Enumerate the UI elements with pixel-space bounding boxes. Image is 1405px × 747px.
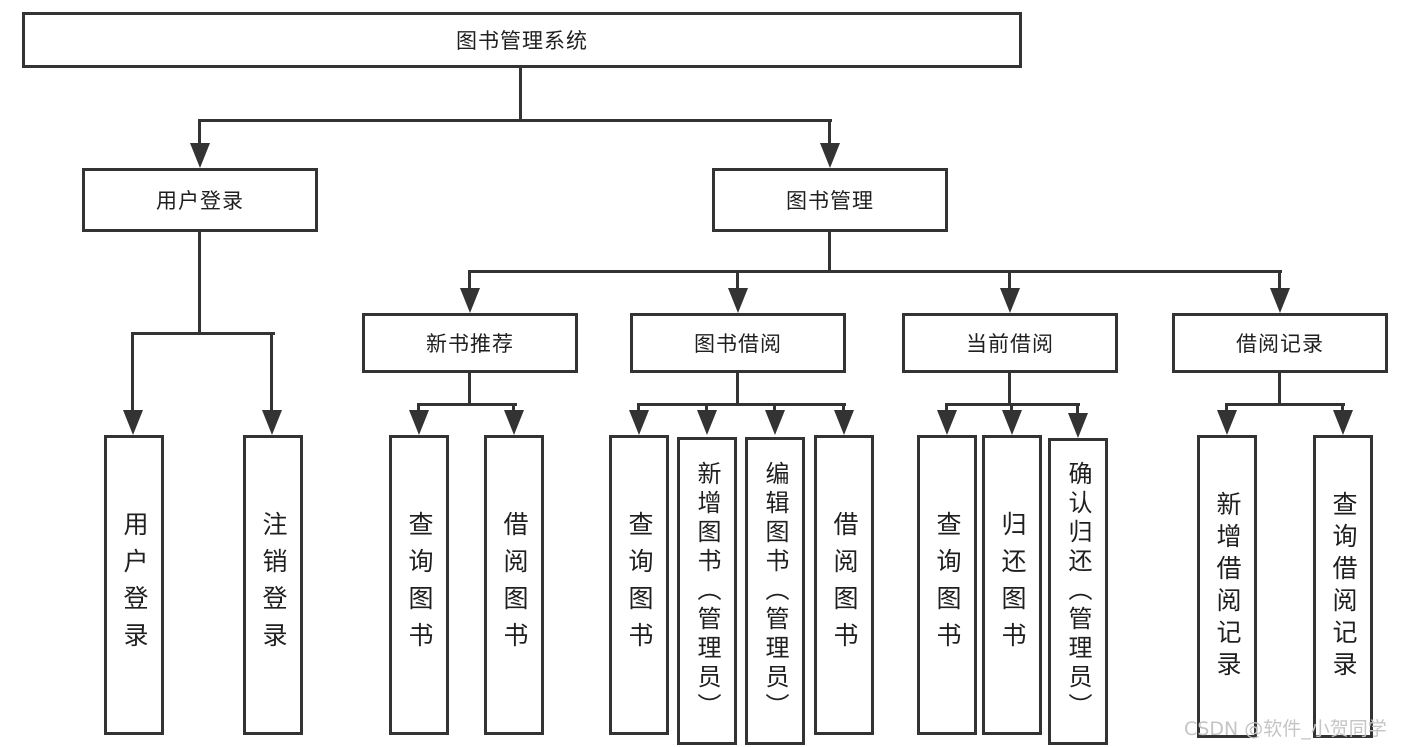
connector-line [637, 403, 846, 406]
connector-line [736, 373, 739, 406]
leaf-logout: 注销登录 [243, 435, 303, 735]
arrow-down-icon [1000, 288, 1020, 313]
connector-line [468, 270, 471, 291]
leaf-add-borrow-record: 新增借阅记录 [1197, 435, 1257, 738]
leaf-edit-book-admin: 编辑图书（管理员） [745, 437, 805, 745]
arrow-down-icon [697, 410, 717, 435]
connector-line [417, 403, 517, 406]
connector-line [1010, 403, 1013, 413]
arrow-down-icon [262, 410, 282, 435]
leaf-query-book-1: 查询图书 [389, 435, 449, 735]
leaf-return-book: 归还图书 [982, 435, 1042, 735]
connector-line [1341, 403, 1344, 413]
connector-line [1076, 403, 1079, 415]
arrow-down-icon [937, 410, 957, 435]
connector-line [828, 119, 831, 146]
connector-line [417, 403, 420, 413]
arrow-down-icon [1002, 410, 1022, 435]
node-book-mgmt: 图书管理 [712, 168, 948, 232]
connector-line [1278, 373, 1281, 406]
connector-line [828, 232, 831, 273]
connector-line [198, 232, 201, 335]
arrow-down-icon [123, 410, 143, 435]
arrow-down-icon [834, 410, 854, 435]
connector-line [1225, 403, 1345, 406]
leaf-borrow-book-2: 借阅图书 [814, 435, 874, 735]
connector-line [773, 403, 776, 413]
arrow-down-icon [190, 143, 210, 168]
connector-line [519, 68, 522, 122]
connector-line [1008, 270, 1011, 291]
connector-line [468, 373, 471, 406]
arrow-down-icon [1217, 410, 1237, 435]
connector-line [131, 332, 134, 412]
arrow-down-icon [1270, 288, 1290, 313]
node-user-login: 用户登录 [82, 168, 318, 232]
connector-line [705, 403, 708, 413]
leaf-query-book-2: 查询图书 [609, 435, 669, 735]
leaf-borrow-book-1: 借阅图书 [484, 435, 544, 735]
node-borrow: 图书借阅 [630, 313, 846, 373]
csdn-watermark: CSDN @软件_小贺同学 [1184, 718, 1387, 740]
connector-line [468, 270, 1282, 273]
connector-line [736, 270, 739, 291]
arrow-down-icon [504, 410, 524, 435]
connector-line [131, 332, 275, 335]
leaf-query-book-3: 查询图书 [917, 435, 977, 735]
connector-line [198, 119, 832, 122]
arrow-down-icon [728, 288, 748, 313]
arrow-down-icon [820, 143, 840, 168]
connector-line [842, 403, 845, 413]
arrow-down-icon [1333, 410, 1353, 435]
leaf-confirm-return-admin: 确认归还（管理员） [1048, 438, 1108, 745]
arrow-down-icon [409, 410, 429, 435]
leaf-add-book-admin: 新增图书（管理员） [677, 437, 737, 745]
connector-line [1225, 403, 1228, 413]
arrow-down-icon [1068, 413, 1088, 438]
connector-line [270, 332, 273, 412]
node-current: 当前借阅 [902, 313, 1118, 373]
node-records: 借阅记录 [1172, 313, 1388, 373]
arrow-down-icon [765, 410, 785, 435]
leaf-user-login: 用户登录 [104, 435, 164, 735]
connector-line [1008, 373, 1011, 406]
connector-line [637, 403, 640, 413]
arrow-down-icon [629, 410, 649, 435]
connector-line [198, 119, 201, 146]
connector-line [512, 403, 515, 413]
node-new-book: 新书推荐 [362, 313, 578, 373]
connector-line [945, 403, 948, 413]
node-root: 图书管理系统 [22, 12, 1022, 68]
leaf-query-borrow-record: 查询借阅记录 [1313, 435, 1373, 738]
connector-line [1278, 270, 1281, 291]
arrow-down-icon [460, 288, 480, 313]
